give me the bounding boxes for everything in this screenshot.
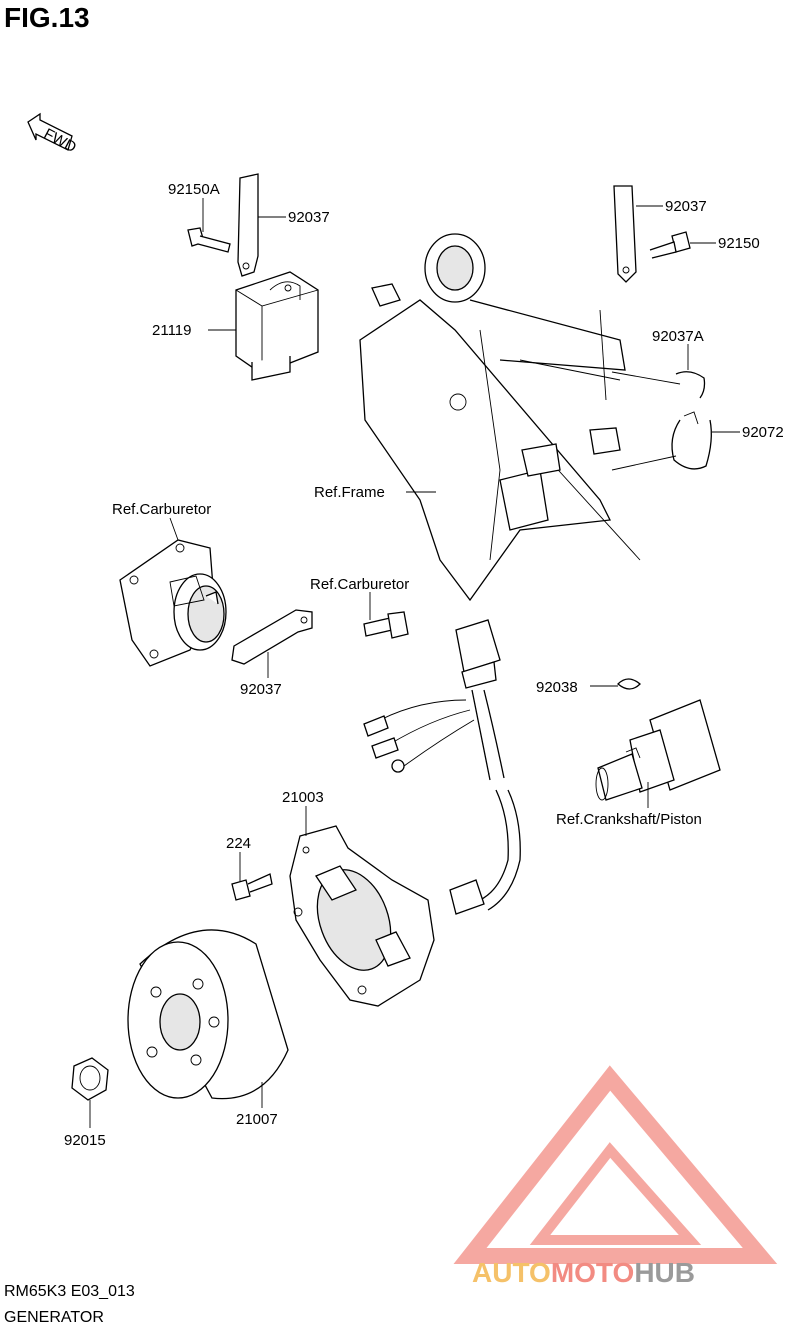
- wire-harness: [363, 619, 521, 915]
- callout-92037a: 92037A: [652, 328, 704, 345]
- callout-92150a: 92150A: [168, 181, 220, 198]
- callout-92037-top-left: 92037: [288, 209, 330, 226]
- callout-ref-carburetor-2: Ref.Carburetor: [310, 576, 409, 593]
- bracket-92037-mid: [231, 609, 313, 665]
- watermark-text: AUTOMOTOHUB: [472, 1257, 695, 1288]
- callout-21119: 21119: [152, 322, 192, 339]
- callout-21007: 21007: [236, 1111, 278, 1128]
- callout-ref-frame: Ref.Frame: [314, 484, 385, 501]
- callout-92037-mid: 92037: [240, 681, 282, 698]
- callout-224: 224: [226, 835, 251, 852]
- callout-ref-crankshaft: Ref.Crankshaft/Piston: [556, 811, 702, 828]
- figure-title: FIG.13: [4, 2, 90, 33]
- screw-224: [231, 873, 273, 901]
- band-92072: [671, 411, 712, 470]
- bolt-92150a: [187, 227, 231, 253]
- cdi-unit-21119: [235, 271, 319, 381]
- callout-92037-top-right: 92037: [665, 198, 707, 215]
- carburetor-ref: [119, 539, 227, 667]
- bracket-92037-right: [613, 185, 637, 283]
- nut-92015: [71, 1057, 109, 1101]
- fwd-arrow-icon: FWD: [27, 112, 79, 156]
- bracket-92037-left: [237, 173, 259, 277]
- crankshaft-ref: [595, 699, 721, 801]
- stator-21003: [289, 825, 435, 1007]
- watermark-logo: [453, 1065, 778, 1264]
- clamp-92037a: [675, 371, 706, 399]
- bolt-carburetor: [363, 611, 409, 639]
- frame-ref: [359, 233, 641, 602]
- callout-92150: 92150: [718, 235, 760, 252]
- callout-92015: 92015: [64, 1132, 106, 1149]
- callout-ref-carburetor-1: Ref.Carburetor: [112, 501, 211, 518]
- footer-code: RM65K3 E03_013: [4, 1283, 135, 1300]
- rotor-21007: [127, 929, 289, 1100]
- key-92038: [617, 678, 641, 690]
- callout-92038: 92038: [536, 679, 578, 696]
- footer-name: GENERATOR: [4, 1309, 104, 1326]
- callout-21003: 21003: [282, 789, 324, 806]
- leader-lines: [89, 198, 740, 1128]
- callout-92072: 92072: [742, 424, 784, 441]
- bolt-92150: [649, 231, 691, 259]
